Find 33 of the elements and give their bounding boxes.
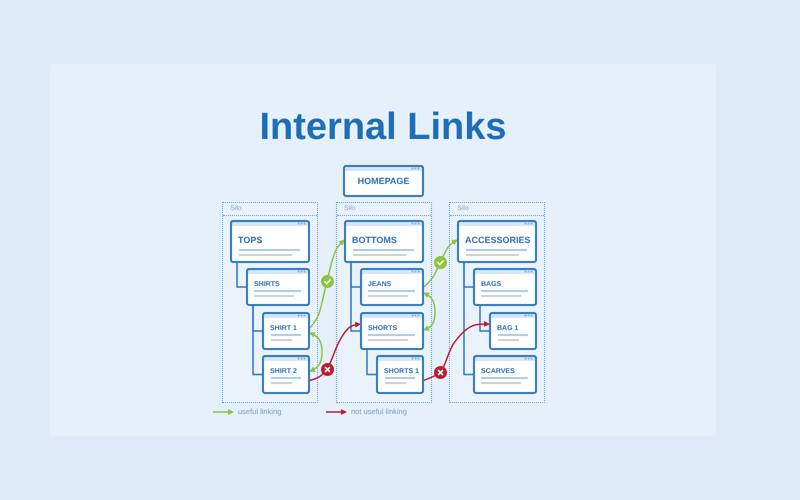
curved-arrow xyxy=(309,240,345,328)
page-card xyxy=(376,355,424,394)
tree-line xyxy=(236,263,246,288)
silo-container xyxy=(222,202,318,403)
page-card xyxy=(344,220,424,263)
card-title: BOTTOMS xyxy=(352,236,397,246)
page-card xyxy=(473,355,537,394)
curved-arrow xyxy=(310,322,361,382)
tree-line xyxy=(366,350,376,376)
page-card xyxy=(360,268,424,306)
card-title: HOMEPAGE xyxy=(356,177,410,187)
page-card xyxy=(343,165,424,197)
page-card xyxy=(360,312,424,350)
tree-line xyxy=(350,263,360,332)
tree-line xyxy=(252,306,262,376)
card-title: TOPS xyxy=(238,236,262,246)
card-title: ACCESSORIES xyxy=(465,236,531,246)
curved-arrow xyxy=(309,332,323,372)
page-card xyxy=(230,220,310,263)
page-card xyxy=(246,268,310,306)
tree-line xyxy=(463,263,473,376)
curved-arrow xyxy=(423,292,436,331)
curved-arrow xyxy=(424,320,490,382)
page-card xyxy=(473,268,537,306)
curved-arrow xyxy=(423,240,458,288)
diagram-title: Internal Links xyxy=(259,106,507,148)
page-card xyxy=(262,355,310,394)
silo-container xyxy=(449,202,545,403)
page-card xyxy=(262,312,310,350)
page-card xyxy=(457,220,537,263)
tree-line xyxy=(479,306,489,332)
silo-container xyxy=(336,202,432,403)
page-card xyxy=(489,312,537,350)
